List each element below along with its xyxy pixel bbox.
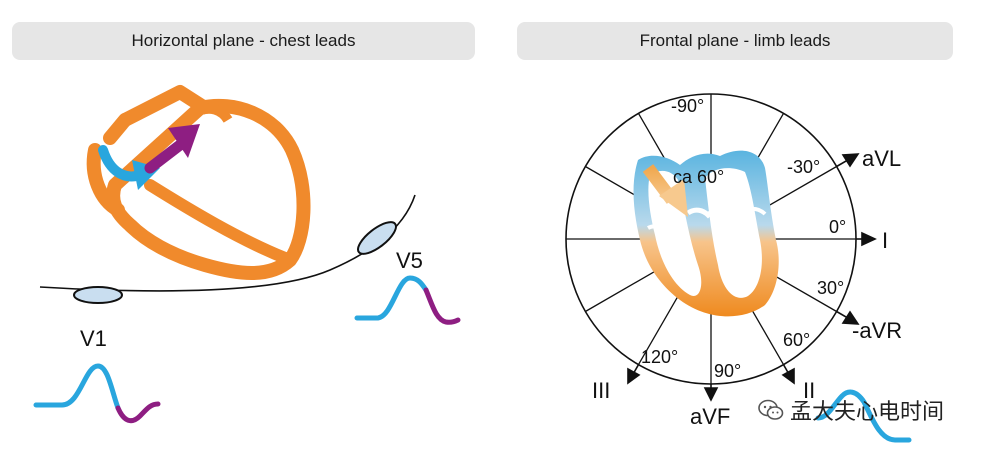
angle-label-minus30: -30° xyxy=(787,157,820,177)
purple-depolarization-arrow xyxy=(144,124,200,174)
waveform-v5 xyxy=(354,275,461,325)
angle-label-ca60: ca 60° xyxy=(673,167,724,187)
lead-label-ii: II xyxy=(803,378,815,403)
arrowhead-ii xyxy=(781,367,795,385)
right-panel-title-text: Frontal plane - limb leads xyxy=(639,31,831,50)
waveform-ii xyxy=(815,389,912,443)
angle-label-minus90: -90° xyxy=(671,96,704,116)
electrode-v5 xyxy=(357,221,397,255)
watermark: 孟大夫心电时间 xyxy=(758,394,944,426)
arrowhead-avl xyxy=(841,153,860,168)
angle-label-plus60: 60° xyxy=(783,330,810,350)
lead-axis-arrows xyxy=(627,153,877,402)
waveform-v1 xyxy=(33,363,161,424)
mean-axis-arrow xyxy=(642,164,688,217)
heart-horizontal xyxy=(86,85,311,280)
watermark-text: 孟大夫心电时间 xyxy=(790,400,945,425)
lead-label-v1: V1 xyxy=(80,326,107,351)
angle-label-plus120: 120° xyxy=(641,347,678,367)
arrowhead-i xyxy=(861,231,877,247)
right-panel-title: Frontal plane - limb leads xyxy=(517,22,953,60)
arrowhead-iii xyxy=(627,367,641,385)
left-panel-title-text: Horizontal plane - chest leads xyxy=(131,31,356,50)
lead-label-avf: aVF xyxy=(690,404,730,429)
angle-label-zero: 0° xyxy=(829,217,846,237)
lead-label-v5: V5 xyxy=(396,248,423,273)
left-panel-title: Horizontal plane - chest leads xyxy=(12,22,475,60)
electrode-v1 xyxy=(73,286,123,304)
wechat-icon xyxy=(758,399,784,420)
arrowhead-avf xyxy=(703,387,719,402)
angle-label-plus30: 30° xyxy=(817,278,844,298)
angle-label-plus90: 90° xyxy=(714,361,741,381)
lead-label-i: I xyxy=(882,228,888,253)
lead-label-avr: -aVR xyxy=(852,318,902,343)
frontal-plane-diagram: -90° -30° 0° 30° 60° 90° 120° ca 60° aVL… xyxy=(565,93,912,443)
lead-label-avl: aVL xyxy=(862,146,901,171)
arrowhead-avr xyxy=(841,310,860,325)
lead-label-iii: III xyxy=(592,378,610,403)
horizontal-plane-diagram: V1 V5 xyxy=(33,85,461,424)
